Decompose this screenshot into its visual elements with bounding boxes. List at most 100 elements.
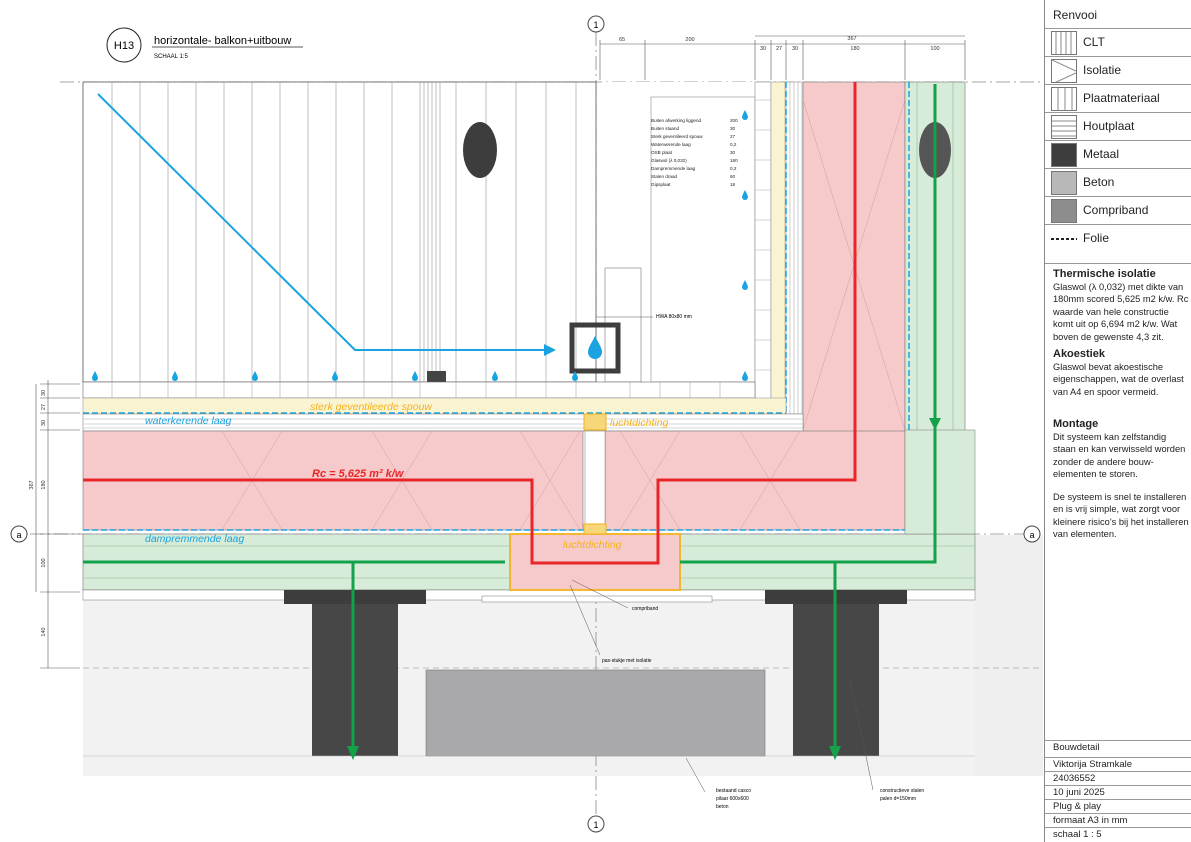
- dim-left-100: 100: [41, 558, 47, 567]
- left-dimension-line: [35, 380, 80, 669]
- dim-top-27: 27: [776, 46, 782, 52]
- top-dimension-line: [599, 35, 966, 80]
- layer-row-value: 180: [730, 158, 738, 163]
- thermal-line: [83, 82, 857, 565]
- legend-item-houtplaat: Houtplaat: [1045, 112, 1191, 141]
- layer-row-value: 27: [730, 134, 736, 139]
- layer-row-name: Buiten afwerking liggend: [651, 118, 701, 123]
- layer-row-value: 30: [730, 150, 736, 155]
- detail-code-bubble: [106, 27, 142, 63]
- annotation-luchtdichting-bottom: luchtdichting: [563, 539, 622, 551]
- layer-table: Buiten afwerking liggend 200 Buiten staa…: [651, 118, 738, 187]
- legend-item-plaatmateriaal: Plaatmateriaal: [1045, 84, 1191, 113]
- label-passtukje: pas-stukje met isolatie: [602, 658, 652, 664]
- detail-scale: SCHAAL 1:5: [154, 54, 188, 60]
- structure-arrow-top: [929, 418, 941, 430]
- water-drop-icons: [92, 110, 748, 381]
- layer-row-name: Sterk geventileerd spouw: [651, 134, 703, 139]
- axis-bubble-right: [1023, 525, 1041, 543]
- dim-left-180: 180: [41, 480, 47, 489]
- concrete-fill-icon: [1051, 171, 1077, 195]
- label-casco-2: pilaar 600x600: [716, 796, 749, 802]
- legend-title: Renvooi: [1053, 8, 1098, 22]
- axis-bubble-bottom: [587, 815, 605, 833]
- layer-row-name: Dampremmende laag: [651, 166, 696, 171]
- layer-row-value: 200: [730, 118, 738, 123]
- ground-zone-right: [975, 535, 1043, 776]
- annotation-luchtdichting-top: luchtdichting: [610, 417, 669, 429]
- note-heading-akoestiek: Akoestiek: [1053, 348, 1105, 360]
- airtight-seal-top: [583, 413, 607, 431]
- dim-left-27: 27: [41, 404, 47, 410]
- dim-top-180: 180: [850, 46, 859, 52]
- metal-fill-icon: [1051, 143, 1077, 167]
- legend-item-beton: Beton: [1045, 168, 1191, 197]
- titleblock-format: formaat A3 in mm: [1045, 813, 1191, 827]
- airtight-seal-bottom: [583, 523, 607, 535]
- legend-label: Plaatmateriaal: [1083, 91, 1160, 105]
- dim-left-30a: 30: [41, 390, 47, 396]
- metal-plate-small: [427, 371, 446, 382]
- legend-label: Isolatie: [1083, 63, 1122, 77]
- legend-item-isolatie: Isolatie: [1045, 56, 1191, 85]
- titleblock-author: Viktorija Stramkale: [1045, 757, 1191, 771]
- dim-left-30b: 30: [41, 420, 47, 426]
- layer-row-name: Buiten staand: [651, 126, 680, 131]
- layer-row-value: 60: [730, 174, 736, 179]
- legend-label: Houtplaat: [1083, 119, 1135, 133]
- titleblock-date: 10 juni 2025: [1045, 785, 1191, 799]
- annotation-rc: Rc = 5,625 m² k/w: [312, 468, 405, 480]
- outer-finish-horizontal: [82, 381, 756, 399]
- clt-hatch-icon: [1051, 31, 1077, 55]
- label-casco-3: beton: [716, 804, 729, 810]
- layer-row-value: 30: [730, 126, 736, 131]
- note-text-montage: Dit systeem kan zelfstandig staan en kan…: [1053, 432, 1186, 480]
- detail-title: horizontale- balkon+uitbouw: [154, 35, 291, 47]
- outer-cladding: [754, 81, 772, 415]
- joint-gap: [584, 430, 606, 531]
- legend-label: Folie: [1083, 231, 1110, 245]
- ventilated-cavity-horizontal: [82, 397, 787, 415]
- detail-drawing: 1 1 a a H13 horizontale- balkon+uitbouw …: [10, 15, 1043, 833]
- legend-label: Compriband: [1083, 203, 1149, 217]
- foil-dash-icon: [1051, 238, 1077, 240]
- compriband-fill-icon: [1051, 199, 1077, 223]
- layer-row-name: Gipsplaat: [651, 182, 671, 187]
- axis-bubble-left: [10, 525, 28, 543]
- legend-item-clt: CLT: [1045, 28, 1191, 57]
- axis-label-top: 1: [593, 20, 598, 30]
- hwa-label: HWA 80x80 mm: [656, 314, 692, 320]
- steel-column-left: [312, 604, 398, 756]
- note-text-akoestiek: Glaswol bevat akoestische eigenschappen,…: [1053, 362, 1184, 397]
- note-heading-thermisch: Thermische isolatie: [1053, 268, 1156, 280]
- titleblock-type: Bouwdetail: [1045, 740, 1191, 754]
- legend-label: Beton: [1083, 175, 1115, 189]
- wood-board-icon: [1051, 115, 1077, 139]
- label-palen-2: palen d=150mm: [880, 796, 916, 802]
- deck-board-lines: [111, 82, 577, 382]
- dim-top-200: 200: [685, 37, 694, 43]
- water-flow-line: [97, 93, 548, 351]
- load-arrow-left: [347, 746, 359, 760]
- dim-left-140: 140: [41, 627, 47, 636]
- dim-left-367: 367: [29, 480, 35, 489]
- layer-row-name: Stalen draad: [651, 174, 677, 179]
- titleblock-student-number: 24036552: [1045, 771, 1191, 785]
- layer-row-value: 18: [730, 182, 736, 187]
- annotation-dampremmend: dampremmende laag: [145, 533, 244, 545]
- axis-bubble-top: [587, 15, 605, 33]
- annotation-spouw: sterk geventileerde spouw: [310, 401, 433, 413]
- layer-row-name: Glaswol (λ 0,032): [651, 158, 687, 163]
- insulation-icon: [1051, 59, 1077, 83]
- layer-row-value: 0,2: [730, 142, 737, 147]
- ventilated-cavity-vertical: [770, 81, 786, 415]
- legend-item-folie: Folie: [1045, 224, 1191, 264]
- dim-top-65: 65: [619, 37, 625, 43]
- layer-row-value: 0,2: [730, 166, 737, 171]
- compriband-strip: [481, 595, 713, 603]
- legend-label: Metaal: [1083, 147, 1120, 161]
- label-casco-1: bestaand casco: [716, 788, 751, 794]
- water-flow-arrow: [544, 344, 556, 356]
- metal-cap-left: [284, 590, 426, 604]
- layer-row-name: Waterwerende laag: [651, 142, 691, 147]
